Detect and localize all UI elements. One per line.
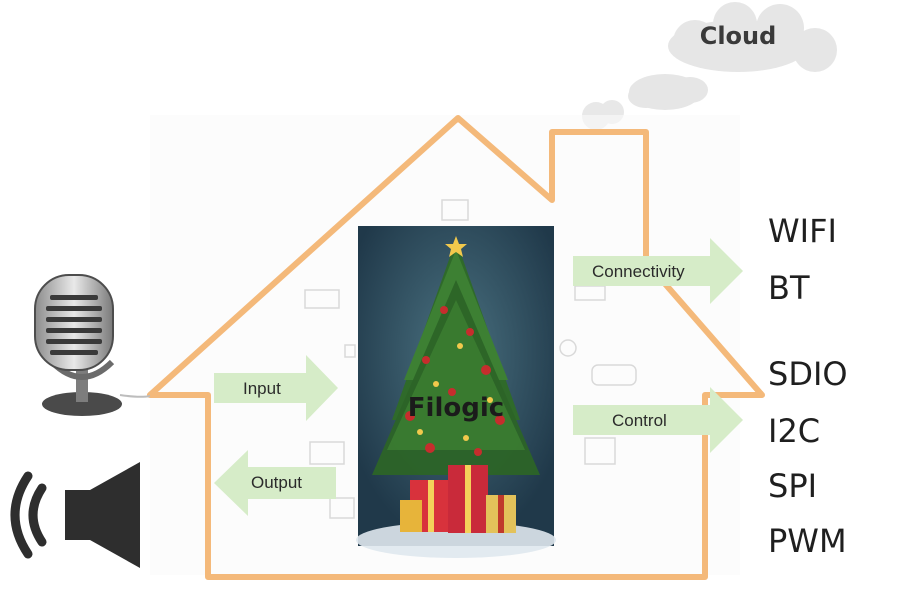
input-label: Input <box>243 379 281 398</box>
output-label: Output <box>251 473 303 492</box>
protocol-bt: BT <box>768 269 810 307</box>
protocol-pwm: PWM <box>768 522 847 560</box>
cloud-label: Cloud <box>699 22 777 50</box>
christmas-tree-image <box>356 226 556 558</box>
protocol-i2c: I2C <box>768 412 821 450</box>
cloud-icon <box>582 2 837 130</box>
connectivity-arrow <box>573 238 743 304</box>
control-label: Control <box>612 411 667 430</box>
chip-label: Filogic <box>407 393 505 423</box>
protocol-sdio: SDIO <box>768 355 848 393</box>
microphone-icon <box>34 274 151 416</box>
output-arrow <box>214 450 336 516</box>
input-arrow <box>214 355 338 421</box>
control-arrow <box>573 387 743 453</box>
connectivity-label: Connectivity <box>592 262 685 281</box>
speaker-icon <box>10 462 140 568</box>
protocol-spi: SPI <box>768 467 818 505</box>
protocol-wifi: WIFI <box>768 212 837 250</box>
